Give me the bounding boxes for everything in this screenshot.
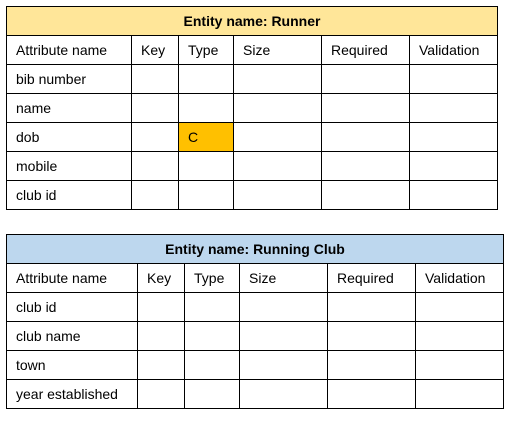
column-header-type: Type (178, 35, 234, 65)
validation-cell[interactable] (415, 292, 504, 322)
column-header-size: Size (239, 263, 328, 293)
size-cell[interactable] (239, 379, 328, 409)
type-cell[interactable] (184, 292, 240, 322)
type-cell[interactable] (184, 379, 240, 409)
type-cell-highlighted[interactable]: C (178, 122, 234, 152)
size-cell[interactable] (233, 151, 322, 181)
column-header-validation: Validation (415, 263, 504, 293)
column-header-key: Key (137, 263, 185, 293)
required-cell[interactable] (321, 151, 410, 181)
size-cell[interactable] (239, 292, 328, 322)
table-row: mobile (6, 151, 498, 181)
type-cell[interactable] (178, 151, 234, 181)
type-cell[interactable] (178, 180, 234, 210)
column-header-size: Size (233, 35, 322, 65)
key-cell[interactable] (131, 180, 179, 210)
required-cell[interactable] (321, 180, 410, 210)
size-cell[interactable] (233, 64, 322, 94)
runner-header-row: Attribute name Key Type Size Required Va… (6, 35, 498, 65)
running-club-entity-table: Entity name: Running Club Attribute name… (6, 234, 504, 409)
column-header-type: Type (184, 263, 240, 293)
key-cell[interactable] (137, 350, 185, 380)
size-cell[interactable] (239, 321, 328, 351)
validation-cell[interactable] (409, 151, 498, 181)
attribute-cell[interactable]: year established (6, 379, 138, 409)
validation-cell[interactable] (409, 122, 498, 152)
table-row: club name (6, 321, 504, 351)
key-cell[interactable] (131, 93, 179, 123)
table-row: year established (6, 379, 504, 409)
size-cell[interactable] (233, 180, 322, 210)
required-cell[interactable] (321, 64, 410, 94)
type-cell[interactable] (184, 350, 240, 380)
attribute-cell[interactable]: mobile (6, 151, 132, 181)
runner-entity-title: Entity name: Runner (6, 6, 498, 36)
table-row: town (6, 350, 504, 380)
key-cell[interactable] (131, 64, 179, 94)
type-cell[interactable] (178, 64, 234, 94)
attribute-cell[interactable]: club name (6, 321, 138, 351)
attribute-cell[interactable]: name (6, 93, 132, 123)
column-header-attribute: Attribute name (6, 263, 138, 293)
column-header-validation: Validation (409, 35, 498, 65)
required-cell[interactable] (321, 122, 410, 152)
required-cell[interactable] (321, 93, 410, 123)
required-cell[interactable] (327, 379, 416, 409)
size-cell[interactable] (233, 122, 322, 152)
required-cell[interactable] (327, 321, 416, 351)
column-header-attribute: Attribute name (6, 35, 132, 65)
table-row: club id (6, 180, 498, 210)
column-header-key: Key (131, 35, 179, 65)
validation-cell[interactable] (415, 350, 504, 380)
table-row: club id (6, 292, 504, 322)
table-row: dob C (6, 122, 498, 152)
required-cell[interactable] (327, 350, 416, 380)
size-cell[interactable] (233, 93, 322, 123)
key-cell[interactable] (131, 122, 179, 152)
validation-cell[interactable] (409, 64, 498, 94)
running-club-header-row: Attribute name Key Type Size Required Va… (6, 263, 504, 293)
required-cell[interactable] (327, 292, 416, 322)
attribute-cell[interactable]: club id (6, 180, 132, 210)
type-cell[interactable] (184, 321, 240, 351)
validation-cell[interactable] (409, 93, 498, 123)
table-row: bib number (6, 64, 498, 94)
key-cell[interactable] (137, 321, 185, 351)
key-cell[interactable] (137, 379, 185, 409)
validation-cell[interactable] (415, 321, 504, 351)
type-cell[interactable] (178, 93, 234, 123)
attribute-cell[interactable]: club id (6, 292, 138, 322)
attribute-cell[interactable]: town (6, 350, 138, 380)
size-cell[interactable] (239, 350, 328, 380)
validation-cell[interactable] (415, 379, 504, 409)
attribute-cell[interactable]: bib number (6, 64, 132, 94)
attribute-cell[interactable]: dob (6, 122, 132, 152)
column-header-required: Required (321, 35, 410, 65)
validation-cell[interactable] (409, 180, 498, 210)
key-cell[interactable] (137, 292, 185, 322)
table-row: name (6, 93, 498, 123)
runner-entity-table: Entity name: Runner Attribute name Key T… (6, 6, 498, 210)
key-cell[interactable] (131, 151, 179, 181)
running-club-entity-title: Entity name: Running Club (6, 234, 504, 264)
column-header-required: Required (327, 263, 416, 293)
